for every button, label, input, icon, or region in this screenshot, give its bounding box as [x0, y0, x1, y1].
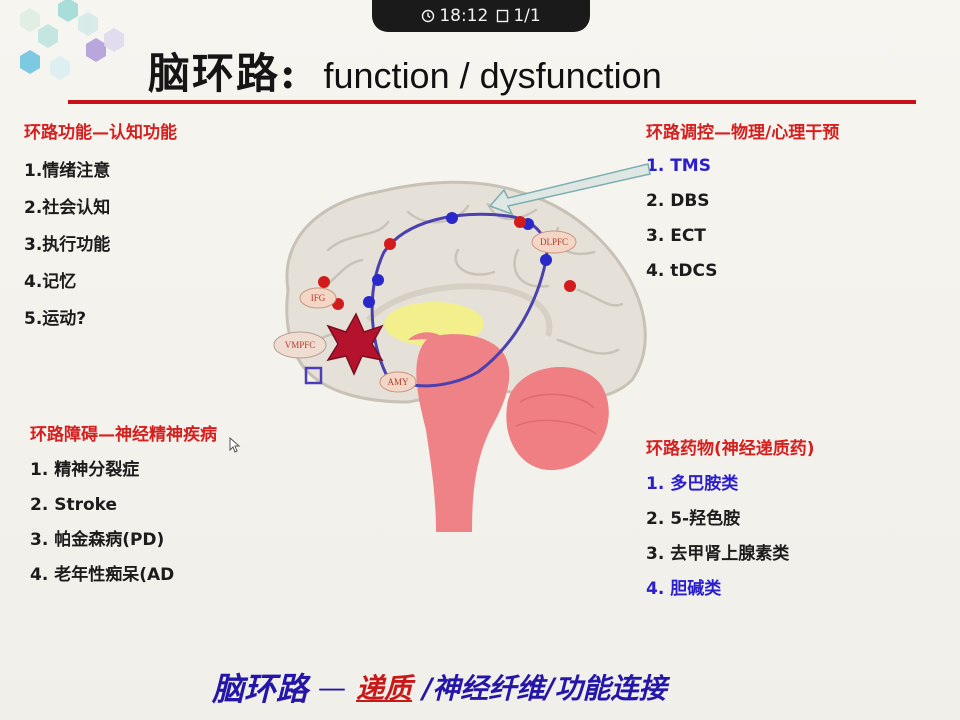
status-bar: 18:12 1/1 [372, 0, 590, 32]
circuit-drug-section: 环路药物(神经递质药) 1. 多巴胺类 2. 5-羟色胺 3. 去甲肾上腺素类 … [646, 434, 815, 607]
list-item: 3. 去甲肾上腺素类 [646, 544, 790, 564]
footer-separator: — [318, 670, 347, 704]
list-item: 3. ECT [646, 226, 706, 246]
list-item: 4. 老年性痴呆(AD [30, 565, 175, 585]
tms-arrow [488, 163, 651, 216]
list-item: 2. 5-羟色胺 [646, 509, 741, 529]
list-item: 2. DBS [646, 191, 710, 211]
list-item: 4.记忆 [24, 272, 77, 292]
label-vmpfc: VMPFC [285, 340, 316, 350]
title-zh: 脑环路: [148, 49, 298, 98]
square-marker [304, 366, 323, 385]
label-amy: AMY [387, 377, 409, 387]
title-divider [68, 100, 916, 104]
star-marker [326, 312, 384, 376]
mouse-cursor-icon [229, 437, 241, 453]
clock-icon [422, 9, 435, 23]
circuit-function-section: 环路功能—认知功能 1.情绪注意 2.社会认知 3.执行功能 4.记忆 5.运动… [24, 118, 177, 338]
list-item: 2. Stroke [30, 495, 118, 515]
list-item: 2.社会认知 [24, 198, 111, 218]
section-heading: 环路药物(神经递质药) [646, 439, 815, 459]
page-title: 脑环路: function / dysfunction [148, 40, 662, 100]
circuit-loop [370, 212, 549, 388]
list-item: 1. 精神分裂症 [30, 460, 140, 480]
page-icon [497, 9, 509, 23]
hexagon-decoration [20, 0, 124, 80]
list-item: 3.执行功能 [24, 235, 111, 255]
footer-part3: /神经纤维/功能连接 [422, 672, 667, 705]
status-time: 18:12 [439, 6, 489, 26]
section-heading: 环路障碍—神经精神疾病 [30, 425, 217, 445]
list-item: 1. TMS [646, 156, 711, 176]
list-item: 4. 胆碱类 [646, 579, 722, 599]
footer-part1: 脑环路 [212, 670, 309, 708]
brain-circuit-diagram: IFG VMPFC AMY DLPFC [273, 163, 651, 532]
list-item: 4. tDCS [646, 261, 718, 281]
label-ifg: IFG [311, 293, 326, 303]
status-page: 1/1 [513, 6, 541, 26]
section-heading: 环路调控—物理/心理干预 [646, 123, 840, 143]
list-item: 1. 多巴胺类 [646, 474, 739, 494]
label-dlpfc: DLPFC [540, 237, 568, 247]
list-item: 5.运动? [24, 309, 87, 329]
list-item: 1.情绪注意 [24, 161, 111, 181]
circuit-disorder-section: 环路障碍—神经精神疾病 1. 精神分裂症 2. Stroke 3. 帕金森病(P… [30, 420, 217, 593]
list-item: 3. 帕金森病(PD) [30, 530, 165, 550]
brainstem-shape [416, 334, 510, 532]
title-en: function / dysfunction [323, 55, 662, 96]
section-heading: 环路功能—认知功能 [24, 123, 177, 143]
cerebellum-shape [506, 367, 609, 471]
circuit-modulation-section: 环路调控—物理/心理干预 1. TMS 2. DBS 3. ECT 4. tDC… [646, 118, 839, 289]
footer-part2: 递质 [356, 672, 413, 705]
footer-caption: 脑环路 — 递质 /神经纤维/功能连接 [212, 662, 667, 712]
